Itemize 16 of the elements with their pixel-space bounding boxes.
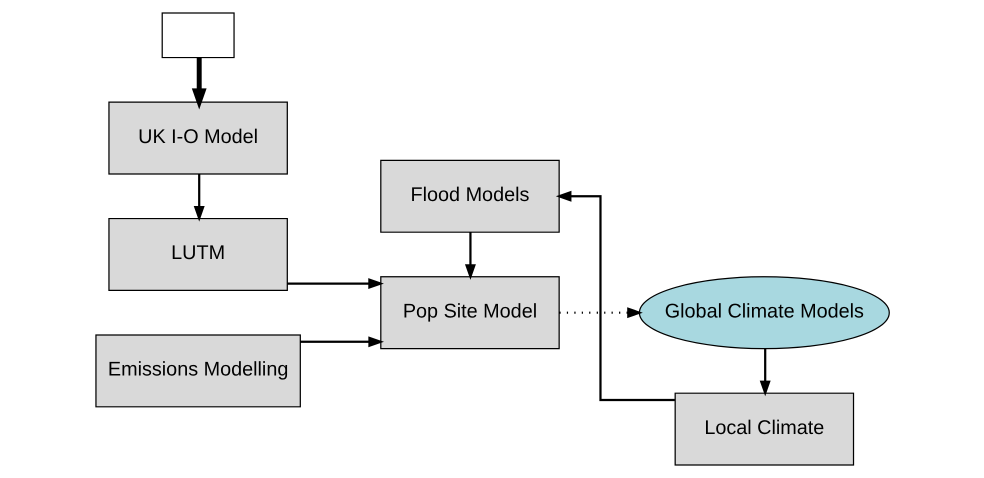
arrow xyxy=(193,174,204,222)
node-box: Local Climate xyxy=(674,392,854,466)
arrow xyxy=(300,336,384,348)
node-box: LUTM xyxy=(108,218,288,292)
arrow xyxy=(287,278,384,290)
arrow xyxy=(559,307,642,318)
arrow xyxy=(555,190,674,402)
node-ellipse: Global Climate Models xyxy=(638,276,890,350)
node-box: UK I-O Model xyxy=(108,102,288,175)
node-box: Pop Site Model xyxy=(380,276,560,350)
arrow xyxy=(191,58,206,110)
node-box: Emissions Modelling xyxy=(94,334,300,408)
arrow xyxy=(464,232,476,280)
node-box: Flood Models xyxy=(380,160,560,233)
arrow xyxy=(759,348,770,396)
node-box xyxy=(161,12,234,58)
